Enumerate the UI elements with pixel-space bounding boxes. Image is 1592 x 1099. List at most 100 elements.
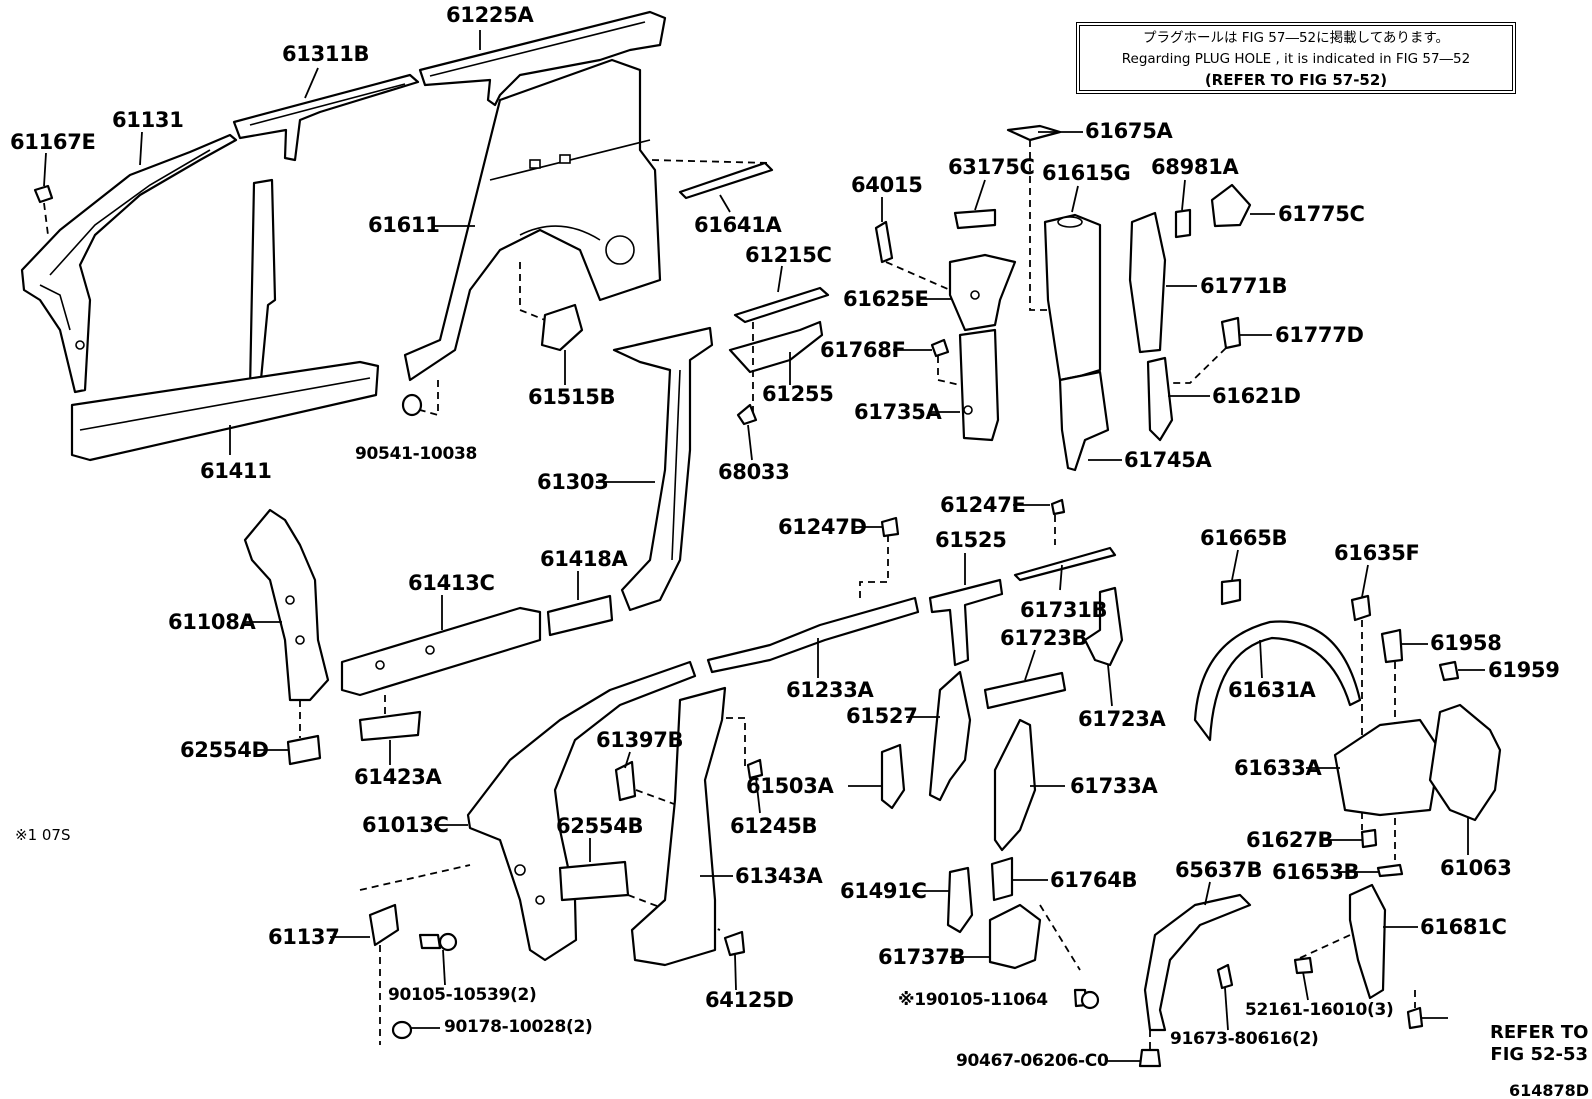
label-65637B[interactable]: 65637B — [1175, 858, 1263, 882]
label-61137[interactable]: 61137 — [268, 925, 340, 949]
label-61215C[interactable]: 61215C — [745, 243, 832, 267]
label-61411[interactable]: 61411 — [200, 459, 272, 483]
label-61247D[interactable]: 61247D — [778, 515, 867, 539]
label-61633A[interactable]: 61633A — [1234, 756, 1322, 780]
label-61063[interactable]: 61063 — [1440, 856, 1512, 880]
label-63175C[interactable]: 63175C — [948, 155, 1035, 179]
part-61653B — [1376, 863, 1404, 878]
label-61491C[interactable]: 61491C — [840, 879, 927, 903]
label-61343A[interactable]: 61343A — [735, 864, 823, 888]
note-line-refer: (REFER TO FIG 57-52) — [1204, 71, 1388, 89]
part-61745A — [1058, 370, 1110, 472]
part-61418A — [546, 594, 614, 637]
part-61247E — [1050, 498, 1066, 516]
part-61137 — [368, 903, 400, 947]
label-62554B[interactable]: 62554B — [556, 814, 644, 838]
part-61723A — [1083, 586, 1124, 667]
label-61311B[interactable]: 61311B — [282, 42, 370, 66]
label-61423A[interactable]: 61423A — [354, 765, 442, 789]
label-61745A[interactable]: 61745A — [1124, 448, 1212, 472]
part-61675A — [1006, 124, 1062, 142]
label-90467-06206-C0[interactable]: 90467-06206-C0 — [956, 1051, 1109, 1071]
part-61958 — [1380, 628, 1404, 664]
plug-hole-note: プラグホールは FIG 57―52に掲載してあります。 Regarding PL… — [1076, 22, 1516, 94]
label-62554D[interactable]: 62554D — [180, 738, 269, 762]
part-68981A — [1174, 208, 1192, 239]
part-61215C — [733, 286, 830, 324]
part-90467-06206 — [1138, 1048, 1162, 1068]
label-52161-16010[interactable]: 52161-16010(3) — [1245, 1000, 1394, 1020]
part-clip-fig-52-53 — [1406, 1006, 1424, 1030]
label-61958[interactable]: 61958 — [1430, 631, 1502, 655]
label-61665B[interactable]: 61665B — [1200, 526, 1288, 550]
label-90105-10539[interactable]: 90105-10539(2) — [388, 985, 537, 1005]
label-61131[interactable]: 61131 — [112, 108, 184, 132]
label-61503A[interactable]: 61503A — [746, 774, 834, 798]
label-61233A[interactable]: 61233A — [786, 678, 874, 702]
label-61013C[interactable]: 61013C — [362, 813, 449, 837]
part-61633A — [1333, 718, 1442, 817]
figure-code: 614878D — [1509, 1081, 1590, 1099]
label-61777D[interactable]: 61777D — [1275, 323, 1364, 347]
label-61764B[interactable]: 61764B — [1050, 868, 1138, 892]
label-61397B[interactable]: 61397B — [596, 728, 684, 752]
label-61675A[interactable]: 61675A — [1085, 119, 1173, 143]
part-63175C — [953, 208, 997, 230]
label-61527[interactable]: 61527 — [846, 704, 918, 728]
part-68033 — [736, 403, 758, 426]
label-61771B[interactable]: 61771B — [1200, 274, 1288, 298]
label-68981A[interactable]: 68981A — [1151, 155, 1239, 179]
label-64125D[interactable]: 64125D — [705, 988, 794, 1012]
label-61247E[interactable]: 61247E — [940, 493, 1026, 517]
label-61611[interactable]: 61611 — [368, 213, 440, 237]
label-68033[interactable]: 68033 — [718, 460, 790, 484]
part-61665B — [1220, 578, 1242, 606]
label-90178-10028[interactable]: 90178-10028(2) — [444, 1017, 593, 1037]
label-61737B[interactable]: 61737B — [878, 945, 966, 969]
label-61515B[interactable]: 61515B — [528, 385, 616, 409]
label-61681C[interactable]: 61681C — [1420, 915, 1507, 939]
label-61418A[interactable]: 61418A — [540, 547, 628, 571]
label-61723A[interactable]: 61723A — [1078, 707, 1166, 731]
part-61411 — [70, 360, 380, 462]
label-61245B[interactable]: 61245B — [730, 814, 818, 838]
label-90105-11064[interactable]: ※190105-11064 — [898, 990, 1048, 1010]
label-61108A[interactable]: 61108A — [168, 610, 256, 634]
label-61733A[interactable]: 61733A — [1070, 774, 1158, 798]
label-61255[interactable]: 61255 — [762, 382, 834, 406]
label-61615G[interactable]: 61615G — [1042, 161, 1131, 185]
label-61303[interactable]: 61303 — [537, 470, 609, 494]
label-91673-80616[interactable]: 91673-80616(2) — [1170, 1029, 1319, 1049]
label-61225A[interactable]: 61225A — [446, 3, 534, 27]
part-61303 — [612, 326, 714, 612]
label-61631A[interactable]: 61631A — [1228, 678, 1316, 702]
label-61625E[interactable]: 61625E — [843, 287, 929, 311]
label-61731B[interactable]: 61731B — [1020, 598, 1108, 622]
label-61768F[interactable]: 61768F — [820, 338, 906, 362]
part-61777D — [1220, 316, 1242, 350]
label-61723B[interactable]: 61723B — [1000, 626, 1088, 650]
part-61423A — [358, 710, 422, 742]
label-61635F[interactable]: 61635F — [1334, 541, 1420, 565]
label-64015[interactable]: 64015 — [851, 173, 923, 197]
label-90541-10038[interactable]: 90541-10038 — [355, 444, 478, 464]
label-61959[interactable]: 61959 — [1488, 658, 1560, 682]
label-61167E[interactable]: 61167E — [10, 130, 96, 154]
part-61737B — [988, 903, 1042, 970]
label-61775C[interactable]: 61775C — [1278, 202, 1365, 226]
label-61621D[interactable]: 61621D — [1212, 384, 1301, 408]
part-61233A — [706, 596, 920, 674]
part-61131 — [20, 133, 238, 394]
part-64015 — [874, 220, 894, 264]
part-90105-11064 — [1073, 988, 1100, 1010]
label-61641A[interactable]: 61641A — [694, 213, 782, 237]
label-61735A[interactable]: 61735A — [854, 400, 942, 424]
label-61627B[interactable]: 61627B — [1246, 828, 1334, 852]
part-61625E — [948, 253, 1017, 332]
part-61013C — [466, 660, 697, 962]
label-61653B[interactable]: 61653B — [1272, 860, 1360, 884]
label-61413C[interactable]: 61413C — [408, 571, 495, 595]
label-61525[interactable]: 61525 — [935, 528, 1007, 552]
